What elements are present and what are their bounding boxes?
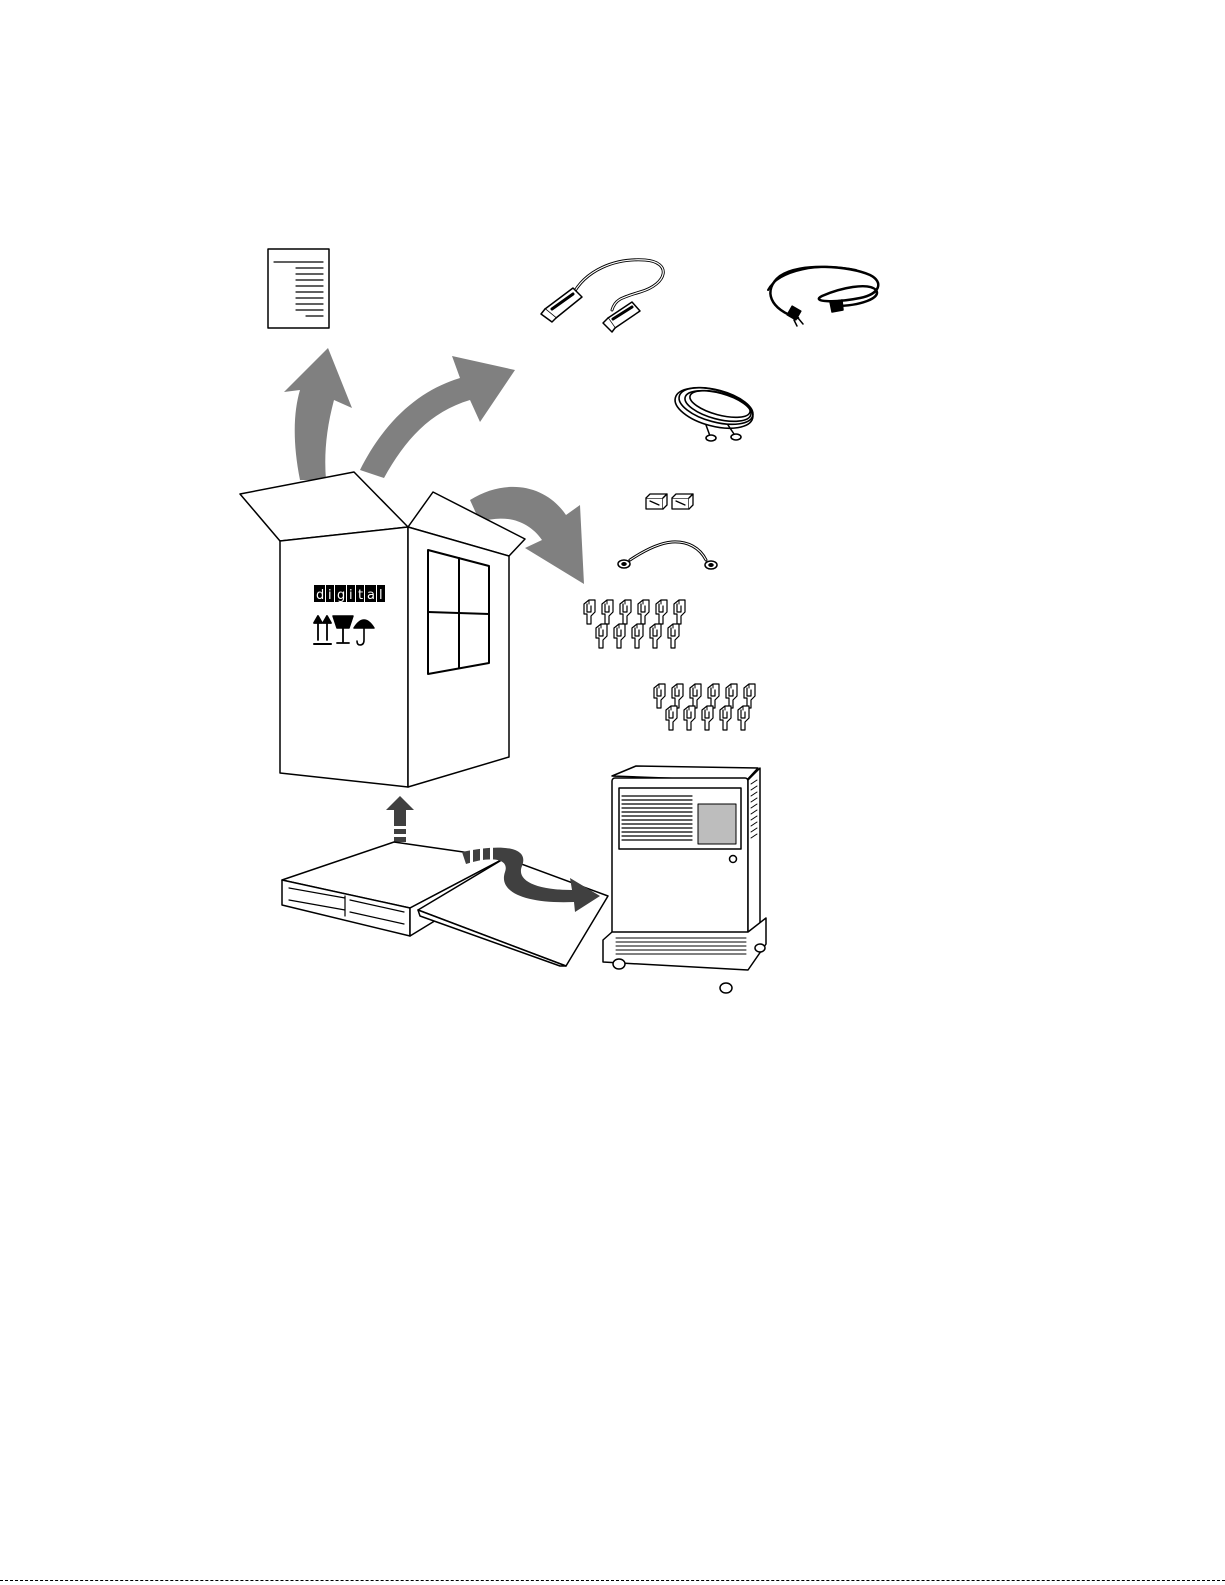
logo-letter: i — [349, 588, 353, 603]
logo-letter: g — [337, 588, 345, 603]
terminator-pair-icon — [646, 494, 693, 509]
clip-set-icon — [584, 600, 685, 648]
interface-cable-icon — [541, 260, 663, 332]
logo-letter: d — [316, 588, 324, 603]
cabinet-control-panel — [698, 804, 736, 844]
caster-icon — [720, 983, 732, 993]
coiled-cable-icon — [671, 380, 758, 441]
ground-strap-icon — [618, 542, 717, 569]
box-brand-logo: d i g i t a l — [314, 585, 385, 603]
logo-letter: t — [358, 588, 363, 603]
power-cord-icon — [768, 267, 878, 326]
shipping-box: d i g i t a l — [240, 472, 525, 787]
caster-icon — [755, 944, 765, 952]
documentation-icon — [268, 249, 329, 328]
logo-letter: a — [367, 588, 375, 603]
clip-set-icon — [654, 684, 755, 730]
cabinet-lock-icon — [730, 856, 737, 863]
caster-icon — [613, 959, 625, 969]
arrow-to-cables-icon — [360, 356, 515, 478]
logo-letter: i — [328, 588, 332, 603]
box-window — [428, 550, 489, 674]
page-bottom-rule — [0, 1580, 1225, 1581]
logo-letter: l — [379, 588, 383, 603]
system-cabinet-icon — [603, 766, 766, 993]
arrow-to-documentation-icon — [284, 348, 352, 480]
